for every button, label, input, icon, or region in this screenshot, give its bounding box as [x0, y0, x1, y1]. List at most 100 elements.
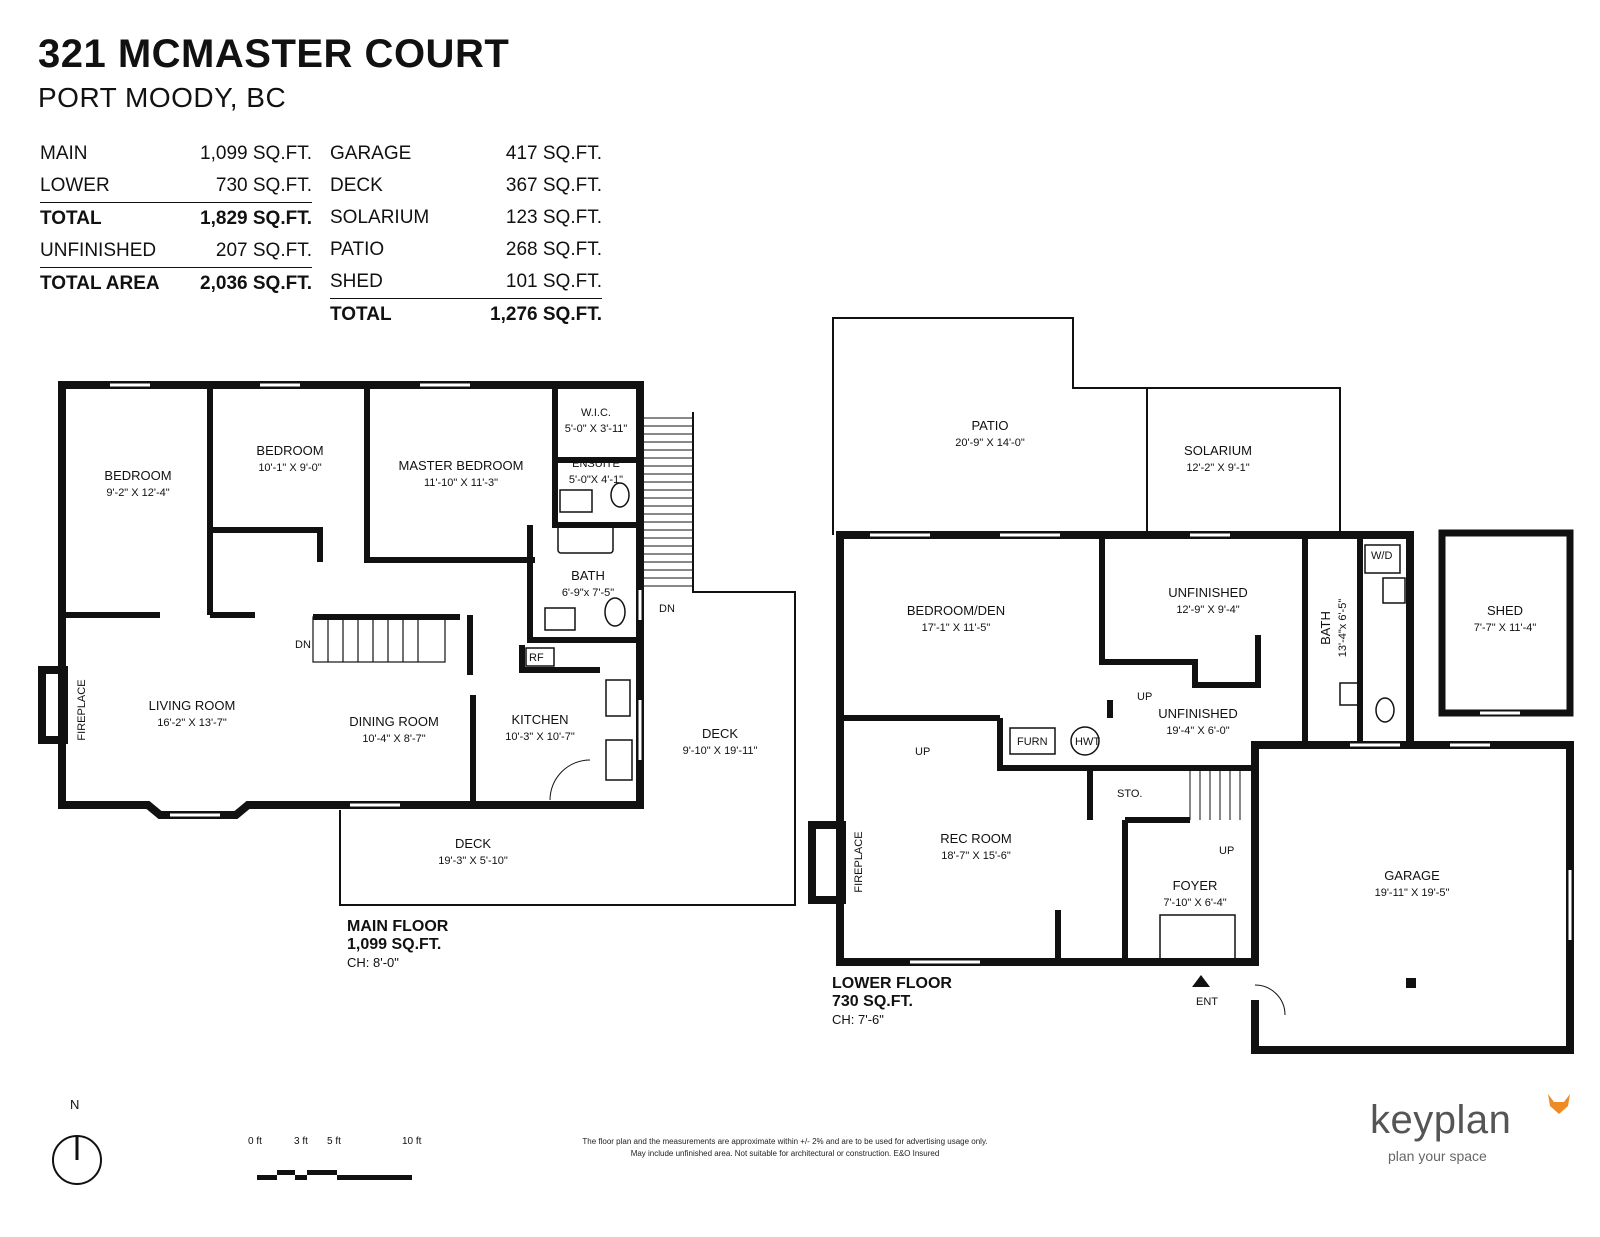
- brand-tagline: plan your space: [1388, 1148, 1487, 1164]
- entry-label: ENT: [1196, 996, 1218, 1008]
- room-name: DECK: [702, 726, 738, 741]
- lower-floor-plan: [808, 317, 1574, 1054]
- room-dimensions: 11'-10" X 11'-3": [424, 477, 498, 489]
- area-label: LOWER: [40, 175, 110, 196]
- main-floor-caption: MAIN FLOOR 1,099 SQ.FT. CH: 8'-0": [347, 918, 448, 972]
- area-divider: [40, 267, 312, 268]
- north-label: N: [70, 1097, 80, 1112]
- room-name: DINING ROOM: [349, 714, 439, 729]
- lower-floor-name: LOWER FLOOR: [832, 975, 952, 992]
- room-name: BATH: [1318, 611, 1333, 645]
- scale-label-0: 0 ft: [248, 1136, 262, 1147]
- area-label: SHED: [330, 271, 383, 292]
- room-name: DECK: [455, 836, 491, 851]
- area-value: 1,276 SQ.FT.: [490, 304, 602, 325]
- main-room-labels: BEDROOM 9'-2" X 12'-4" BEDROOM 10'-1" X 9'-…: [76, 407, 757, 867]
- scale-label-5: 5 ft: [327, 1136, 341, 1147]
- room-dimensions: 10'-4" X 8'-7": [362, 733, 425, 745]
- room-label-shed: SHED 7'-7" X 11'-4": [1474, 603, 1537, 634]
- room-dimensions: 10'-1" X 9'-0": [258, 462, 321, 474]
- room-dimensions: 7'-7" X 11'-4": [1474, 622, 1537, 634]
- fireplace-label: FIREPLACE: [76, 679, 88, 740]
- area-value: 123 SQ.FT.: [505, 207, 602, 228]
- room-dimensions: 9'-10" X 19'-11": [683, 745, 758, 757]
- room-name: FOYER: [1173, 878, 1218, 893]
- room-dimensions: 17'-1" X 11'-5": [922, 622, 991, 634]
- lower-floor-area: 730 SQ.FT.: [832, 993, 913, 1010]
- stairs-up-label: UP: [1137, 691, 1152, 703]
- room-name: ENSUITE: [572, 458, 620, 470]
- area-divider: [40, 202, 312, 203]
- fridge-label: RF: [529, 652, 544, 664]
- area-row: TOTAL 1,829 SQ.FT.: [40, 203, 312, 235]
- washer-dryer-label: W/D: [1371, 550, 1392, 562]
- main-floor-ceiling: CH: 8'-0": [347, 955, 399, 970]
- area-value: 367 SQ.FT.: [505, 175, 602, 196]
- room-dimensions: 9'-2" X 12'-4": [106, 487, 169, 499]
- room-dimensions: 19'-3" X 5'-10": [438, 855, 508, 867]
- patio-outline: [832, 317, 1341, 535]
- scale-label-3: 3 ft: [294, 1136, 308, 1147]
- area-value: 417 SQ.FT.: [505, 143, 602, 164]
- room-name: SHED: [1487, 603, 1523, 618]
- area-divider: [330, 298, 602, 299]
- room-name: MASTER BEDROOM: [399, 458, 524, 473]
- brand-logo: keyplan plan your space: [1370, 1094, 1570, 1164]
- area-label: TOTAL: [40, 208, 102, 229]
- fox-logo-icon: [1548, 1094, 1570, 1114]
- fireplace-label: FIREPLACE: [853, 831, 865, 892]
- lower-interior-walls: [840, 535, 1363, 962]
- garage-post: [1406, 978, 1416, 988]
- deck-stairs: [638, 417, 693, 587]
- room-dimensions: 12'-2" X 9'-1": [1186, 462, 1249, 474]
- room-name: BEDROOM: [104, 468, 171, 483]
- lower-fixtures: [1009, 544, 1406, 1016]
- room-label-master: MASTER BEDROOM 11'-10" X 11'-3": [399, 458, 524, 489]
- area-label: GARAGE: [330, 143, 412, 164]
- room-name: UNFINISHED: [1158, 706, 1237, 721]
- lower-floor-caption: LOWER FLOOR 730 SQ.FT. CH: 7'-6": [832, 975, 952, 1029]
- area-label: MAIN: [40, 143, 88, 164]
- area-value: 2,036 SQ.FT.: [200, 273, 312, 294]
- area-value: 207 SQ.FT.: [215, 240, 312, 261]
- stairs-down-label: DN: [295, 639, 311, 651]
- room-name: UNFINISHED: [1168, 585, 1247, 600]
- lower-floor-ceiling: CH: 7'-6": [832, 1012, 884, 1027]
- main-floor-plan: [38, 381, 796, 906]
- room-dimensions: 10'-3" X 10'-7": [505, 731, 575, 743]
- area-label: PATIO: [330, 239, 385, 260]
- brand-name: keyplan: [1370, 1098, 1512, 1142]
- room-dimensions: 19'-4" X 6'-0": [1166, 725, 1229, 737]
- entry-arrow-icon: [1192, 975, 1210, 987]
- area-value: 1,829 SQ.FT.: [200, 208, 312, 229]
- hot-water-tank-label: HWT: [1075, 736, 1100, 748]
- storage-label: STO.: [1117, 788, 1142, 800]
- room-dimensions: 6'-9"x 7'-5": [562, 587, 614, 599]
- room-name: W.I.C.: [581, 407, 611, 419]
- lower-fireplace: [808, 821, 846, 904]
- north-arrow-icon: [52, 1135, 102, 1185]
- area-label: TOTAL: [330, 304, 392, 325]
- disclaimer-line-1: The floor plan and the measurements are …: [582, 1137, 988, 1146]
- room-label-unfin2: UNFINISHED 19'-4" X 6'-0": [1158, 706, 1237, 737]
- room-name: BEDROOM: [256, 443, 323, 458]
- room-name: LIVING ROOM: [149, 698, 236, 713]
- room-name: PATIO: [971, 418, 1008, 433]
- area-value: 268 SQ.FT.: [505, 239, 602, 260]
